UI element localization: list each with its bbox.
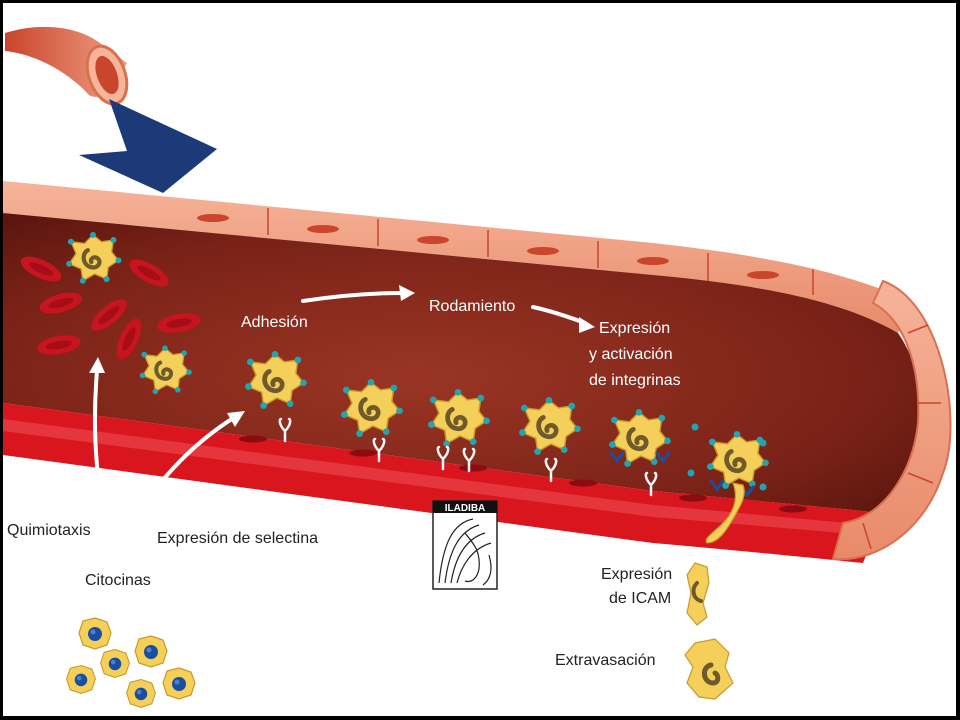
label-expresion-icam-line2: de ICAM <box>609 590 671 607</box>
vessel-open-end <box>831 279 952 561</box>
migrated-cell-icam <box>686 562 710 626</box>
arrow-citocinas-selectina <box>111 415 237 553</box>
label-expresion-integrinas-line3: de integrinas <box>589 372 681 389</box>
label-expresion-selectina: Expresión de selectina <box>157 530 318 547</box>
logo-text: ILADIBA <box>445 503 486 514</box>
process-arrows <box>92 291 587 553</box>
arrowhead-icon <box>399 285 415 301</box>
arrowhead-icon <box>579 317 595 333</box>
arrow-adhesion-to-rodamiento <box>301 291 405 303</box>
extravasated-cell <box>684 638 734 700</box>
arrowhead-icon <box>227 411 245 427</box>
label-rodamiento: Rodamiento <box>429 298 515 315</box>
arrowhead-icon <box>89 357 105 373</box>
vessel-lower-wall <box>3 403 883 563</box>
small-vessel-icon <box>5 26 129 106</box>
vessel-upper-wall <box>3 181 913 333</box>
iladiba-logo: ILADIBA <box>432 500 498 590</box>
cytokine-cells-cluster <box>66 617 196 708</box>
blue-pointer-icon <box>79 99 217 193</box>
extravasating-cell <box>705 482 745 544</box>
label-citocinas: Citocinas <box>85 572 151 589</box>
diagram-canvas: Adhesión Rodamiento Expresión y activaci… <box>3 3 956 716</box>
label-quimiotaxis: Quimiotaxis <box>7 522 91 539</box>
arrow-citocinas-quimiotaxis <box>92 369 115 553</box>
label-expresion-integrinas-line2: y activación <box>589 346 673 363</box>
leukocyte-extravasation-diagram: Adhesión Rodamiento Expresión y activaci… <box>3 26 952 708</box>
label-expresion-integrinas-line1: Expresión <box>599 320 670 337</box>
vessel-lumen <box>3 213 923 513</box>
label-expresion-icam-line1: Expresión <box>601 566 672 583</box>
label-adhesion: Adhesión <box>241 314 308 331</box>
label-extravasacion: Extravasación <box>555 652 656 669</box>
